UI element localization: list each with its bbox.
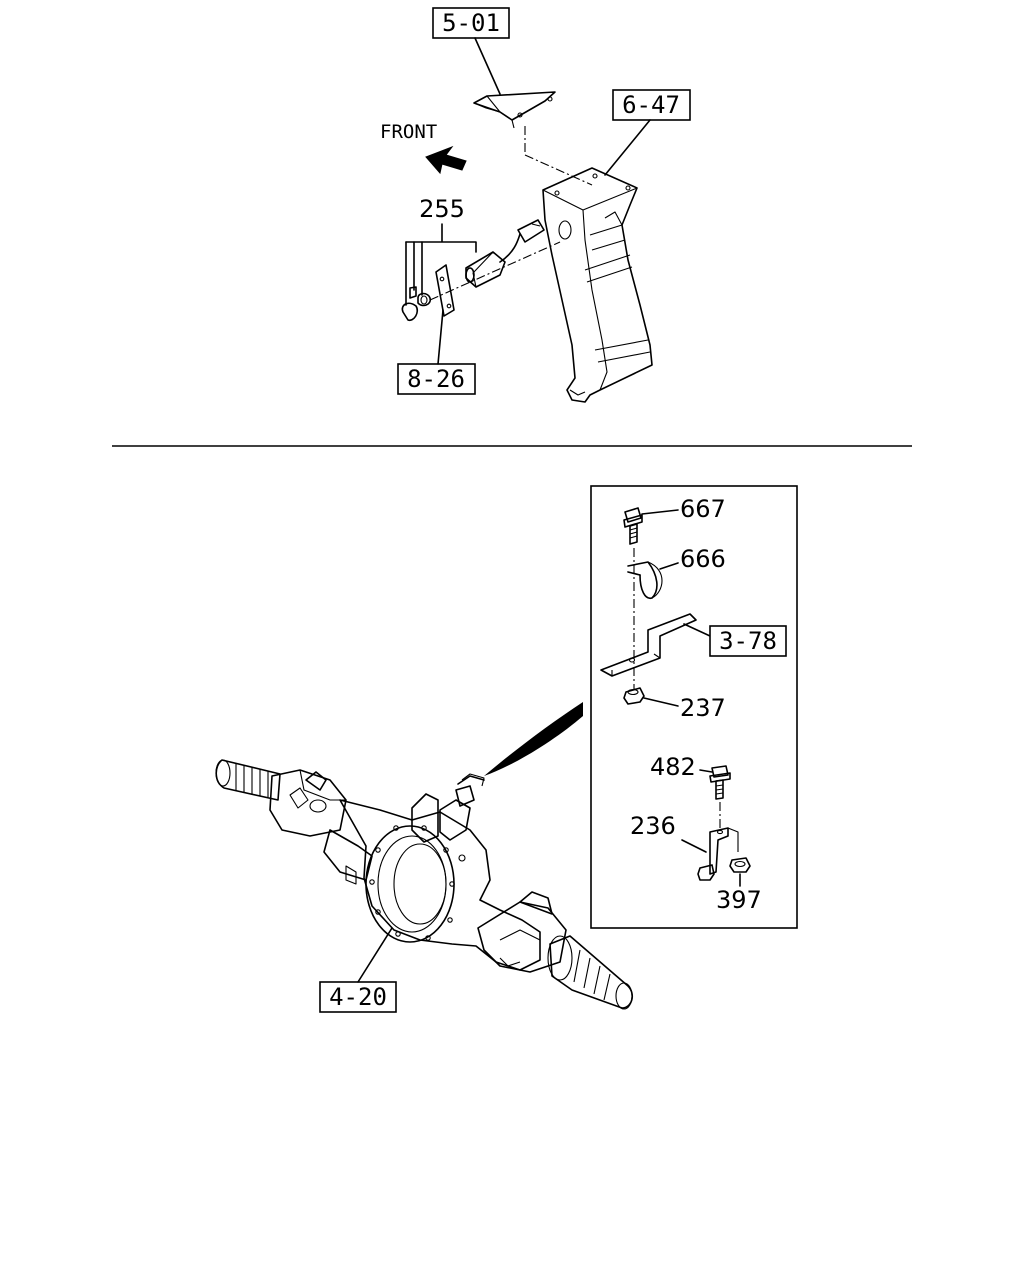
callout-8-26[interactable]: 8-26 <box>397 363 476 395</box>
part-label-237: 237 <box>680 694 726 722</box>
part-237-nut: 237 <box>623 687 726 722</box>
callout-3-78[interactable]: 3-78 <box>709 625 787 657</box>
callout-6-47-label: 6-47 <box>622 91 680 119</box>
bracket-5-01 <box>473 91 556 129</box>
part-482-bolt: 482 <box>650 753 731 800</box>
frame-bracket-6-47 <box>542 167 653 403</box>
front-indicator: FRONT <box>380 121 467 175</box>
axle-housing-4-20 <box>215 759 634 1010</box>
callout-3-78-label: 3-78 <box>719 627 777 655</box>
detail-panel: 667 666 3-78 237 <box>590 485 798 929</box>
part-label-666: 666 <box>680 545 726 573</box>
part-236-bracket: 236 <box>630 812 739 881</box>
part-667-bolt: 667 <box>623 495 726 545</box>
part-label-397: 397 <box>716 886 762 914</box>
callout-5-01-label: 5-01 <box>442 9 500 37</box>
part-label-236: 236 <box>630 812 676 840</box>
callout-8-26-label: 8-26 <box>407 365 465 393</box>
part-label-482: 482 <box>650 753 696 781</box>
part-666-clip: 666 <box>627 545 726 599</box>
callout-4-20-label: 4-20 <box>329 983 387 1011</box>
part-255-switch: 255 <box>401 195 561 322</box>
callout-4-20[interactable]: 4-20 <box>319 981 397 1013</box>
part-3-78-bracket: 3-78 <box>600 613 787 677</box>
part-label-255: 255 <box>419 195 465 223</box>
top-assembly: 5-01 6-47 <box>380 7 691 403</box>
callout-5-01[interactable]: 5-01 <box>432 7 510 39</box>
arrow-up-left-icon <box>425 145 467 175</box>
part-label-667: 667 <box>680 495 726 523</box>
detail-pointer <box>484 702 583 776</box>
part-397-nut: 397 <box>716 857 762 914</box>
callout-6-47[interactable]: 6-47 <box>612 89 691 121</box>
front-label: FRONT <box>380 121 437 143</box>
